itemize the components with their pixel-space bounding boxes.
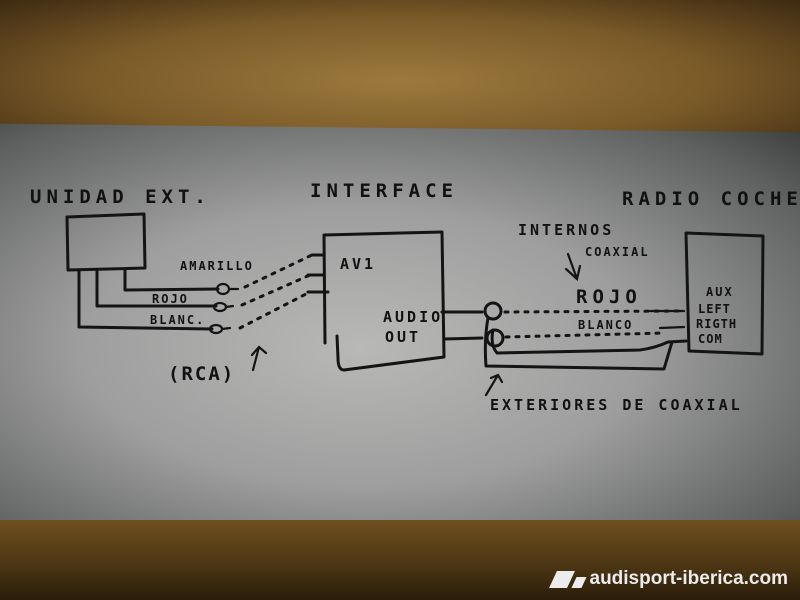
car-radio-box <box>684 231 765 356</box>
dotted-link-blanco <box>238 291 310 330</box>
label-rojo-coax: ROJO <box>576 286 642 308</box>
interface-input-label: AV1 <box>340 255 377 273</box>
interface-output-label-1: AUDIO <box>383 308 444 326</box>
wire-amarillo <box>123 267 220 292</box>
watermark-text: audisport-iberica.com <box>589 568 789 589</box>
rca-arrow-icon <box>250 345 268 372</box>
radio-label-com: COM <box>698 332 723 346</box>
external-unit-box <box>65 212 147 272</box>
wood-background-bottom <box>0 520 800 600</box>
external-unit-title: UNIDAD EXT. <box>30 186 211 208</box>
internal-coax-arrow-icon <box>564 252 582 282</box>
dotted-link-amarillo <box>243 253 314 289</box>
coax-external-shield-1 <box>490 328 688 355</box>
label-internal-coax-2: COAXIAL <box>585 245 650 259</box>
wood-background-top <box>0 0 800 135</box>
external-coax-arrow-icon <box>484 373 504 397</box>
coax-internal-blanco <box>504 331 667 339</box>
coax-external-shield-2 <box>483 316 674 371</box>
interface-title: INTERFACE <box>310 180 458 202</box>
coax-connector-rojo <box>483 301 503 321</box>
coax-internal-rojo <box>503 309 682 314</box>
label-blanco-coax: BLANCO <box>578 318 634 332</box>
label-rca-note: (RCA) <box>168 363 236 385</box>
wire-blanco <box>77 268 214 331</box>
audio-out-wire-2 <box>442 336 484 341</box>
label-external-coax: EXTERIORES DE COAXIAL <box>490 396 743 414</box>
car-radio-title: RADIO COCHE <box>622 188 800 210</box>
label-blanco-rca: BLANC. <box>150 313 206 327</box>
wire-rojo <box>95 268 218 308</box>
watermark: audisport-iberica.com <box>548 568 789 590</box>
interface-output-label-2: OUT <box>385 328 422 346</box>
radio-label-left: LEFT <box>698 302 731 316</box>
label-rojo-rca: ROJO <box>152 292 189 306</box>
radio-label-aux: AUX <box>706 285 734 299</box>
interface-box <box>322 230 446 372</box>
label-internal-coax-1: INTERNOS <box>518 221 615 239</box>
dotted-link-rojo <box>240 273 312 307</box>
audisport-logo-icon <box>548 570 587 588</box>
coax-connector-blanco <box>485 328 505 348</box>
radio-label-right: RIGTH <box>696 317 738 331</box>
label-amarillo: AMARILLO <box>180 259 254 273</box>
